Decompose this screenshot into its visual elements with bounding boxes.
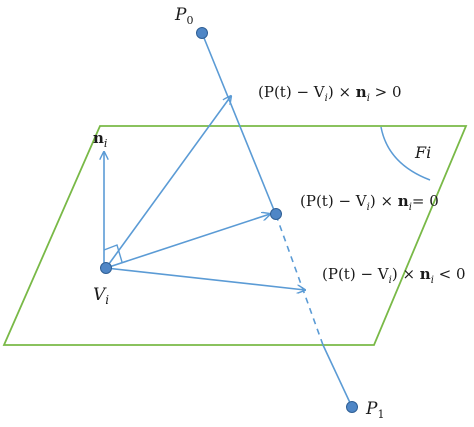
equation-equal: (P(t) − Vi) × ni= 0 <box>300 192 439 213</box>
equation-greater: (P(t) − Vi) × ni > 0 <box>258 83 402 104</box>
point-p0 <box>196 27 208 39</box>
label-p0: P0 <box>174 5 193 27</box>
label-vi: Vi <box>93 285 109 307</box>
equation-less: (P(t) − Vi) × ni < 0 <box>322 265 466 286</box>
segment-to-p1 <box>322 344 353 408</box>
point-p1 <box>346 401 358 413</box>
segment-hidden-part <box>275 214 324 346</box>
point-vi <box>100 262 112 274</box>
segment-p0-to-intersection <box>201 32 277 216</box>
vector-on-plane <box>105 214 270 269</box>
vector-above-plane <box>105 96 231 269</box>
vector-below-plane <box>105 267 305 290</box>
label-face: Fi <box>414 143 431 162</box>
plane-fi <box>2 125 468 346</box>
label-normal: ni <box>93 129 107 150</box>
point-intersection <box>270 208 282 220</box>
label-p1: P1 <box>365 399 384 421</box>
right-angle-marker <box>103 244 123 263</box>
face-arc <box>380 126 431 181</box>
